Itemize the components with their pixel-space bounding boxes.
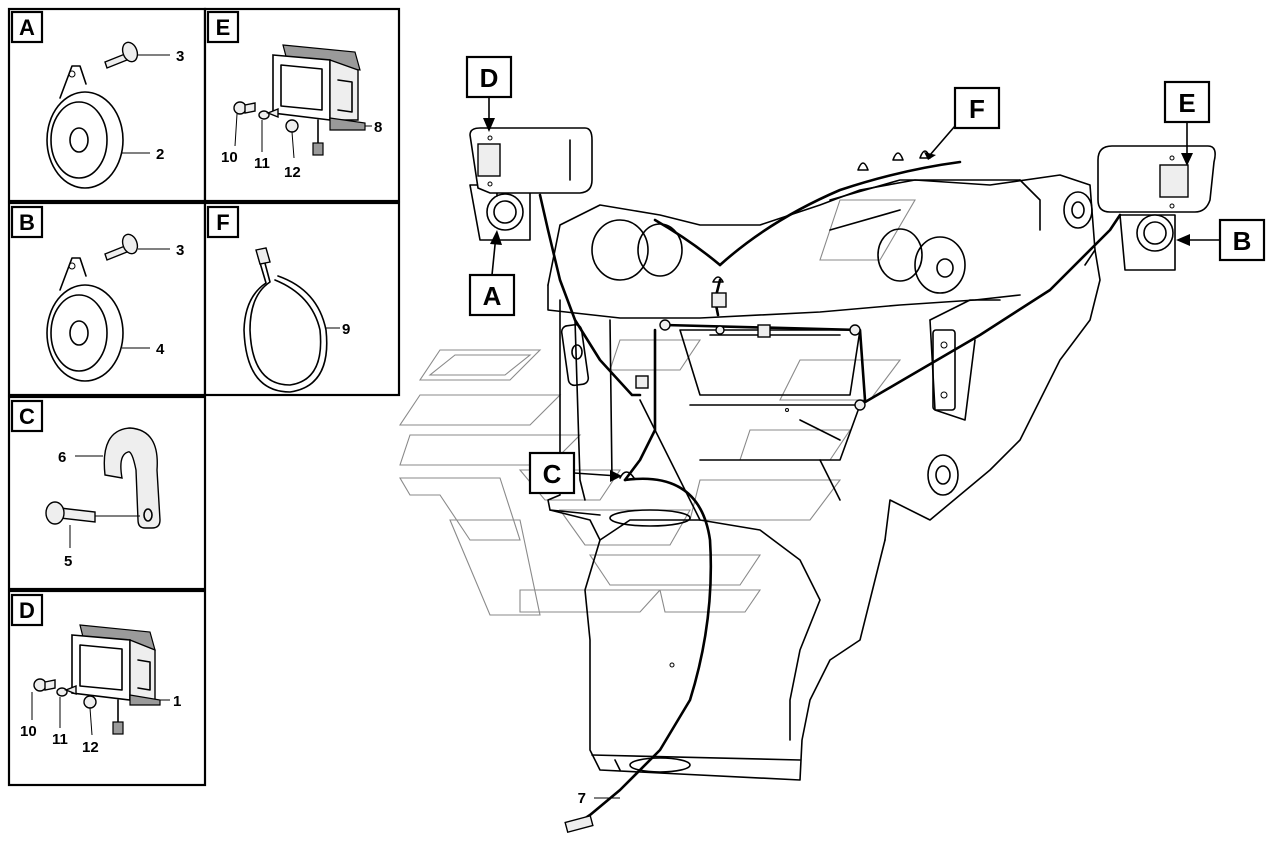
tag-D-label: D [480, 63, 499, 93]
panel-F-callout-9: 9 [342, 321, 350, 338]
panel-A-callout-2: 2 [156, 146, 164, 163]
callout-7: 7 [578, 790, 620, 807]
tag-E: E [1163, 80, 1211, 166]
panel-E-letter: E [216, 15, 231, 40]
tag-A: A [468, 230, 516, 317]
tag-B: B [1176, 218, 1266, 262]
panel-B-letter: B [19, 210, 35, 235]
panel-D-callout-11: 11 [52, 731, 68, 748]
panel-F: F 9 [203, 201, 401, 397]
tag-F-label: F [969, 94, 985, 124]
panel-D-callout-10: 10 [20, 723, 37, 740]
tag-F: F [924, 86, 1001, 160]
watermark-logo [398, 199, 916, 616]
panel-A: A 3 2 [7, 7, 207, 203]
panel-B-callout-4: 4 [156, 341, 165, 358]
tag-A-label: A [483, 281, 502, 311]
tag-D: D [465, 55, 513, 132]
horn-mount-right [1119, 214, 1176, 271]
panel-E-callout-10: 10 [221, 149, 238, 166]
tag-B-label: B [1233, 226, 1252, 256]
panel-C-letter: C [19, 404, 35, 429]
tag-C-label: C [543, 459, 562, 489]
panel-E-callout-11: 11 [254, 155, 270, 172]
panel-B-callout-3: 3 [176, 242, 184, 259]
work-lamp-left [469, 127, 593, 194]
wiring-harness [538, 150, 1122, 834]
panel-D-callout-12: 12 [82, 739, 99, 756]
tag-E-label: E [1178, 88, 1195, 118]
machine-frame [547, 174, 1101, 781]
panel-D: D 1 10 11 12 [7, 589, 207, 787]
work-lamp-right [1097, 145, 1216, 213]
panel-F-letter: F [216, 210, 229, 235]
callout-7-label: 7 [578, 790, 586, 807]
panel-E-callout-8: 8 [374, 119, 382, 136]
panel-A-callout-3: 3 [176, 48, 184, 65]
panel-D-callout-1: 1 [173, 693, 181, 710]
panel-D-letter: D [19, 598, 35, 623]
panel-A-letter: A [19, 15, 35, 40]
panel-E: E 8 10 11 12 [203, 7, 401, 203]
tag-C: C [528, 451, 622, 495]
panel-C-callout-6: 6 [58, 449, 66, 466]
panel-E-callout-12: 12 [284, 164, 301, 181]
panel-C-callout-5: 5 [64, 553, 72, 570]
panel-B: B 3 4 [7, 201, 207, 397]
panel-C: C 6 5 [7, 395, 207, 591]
